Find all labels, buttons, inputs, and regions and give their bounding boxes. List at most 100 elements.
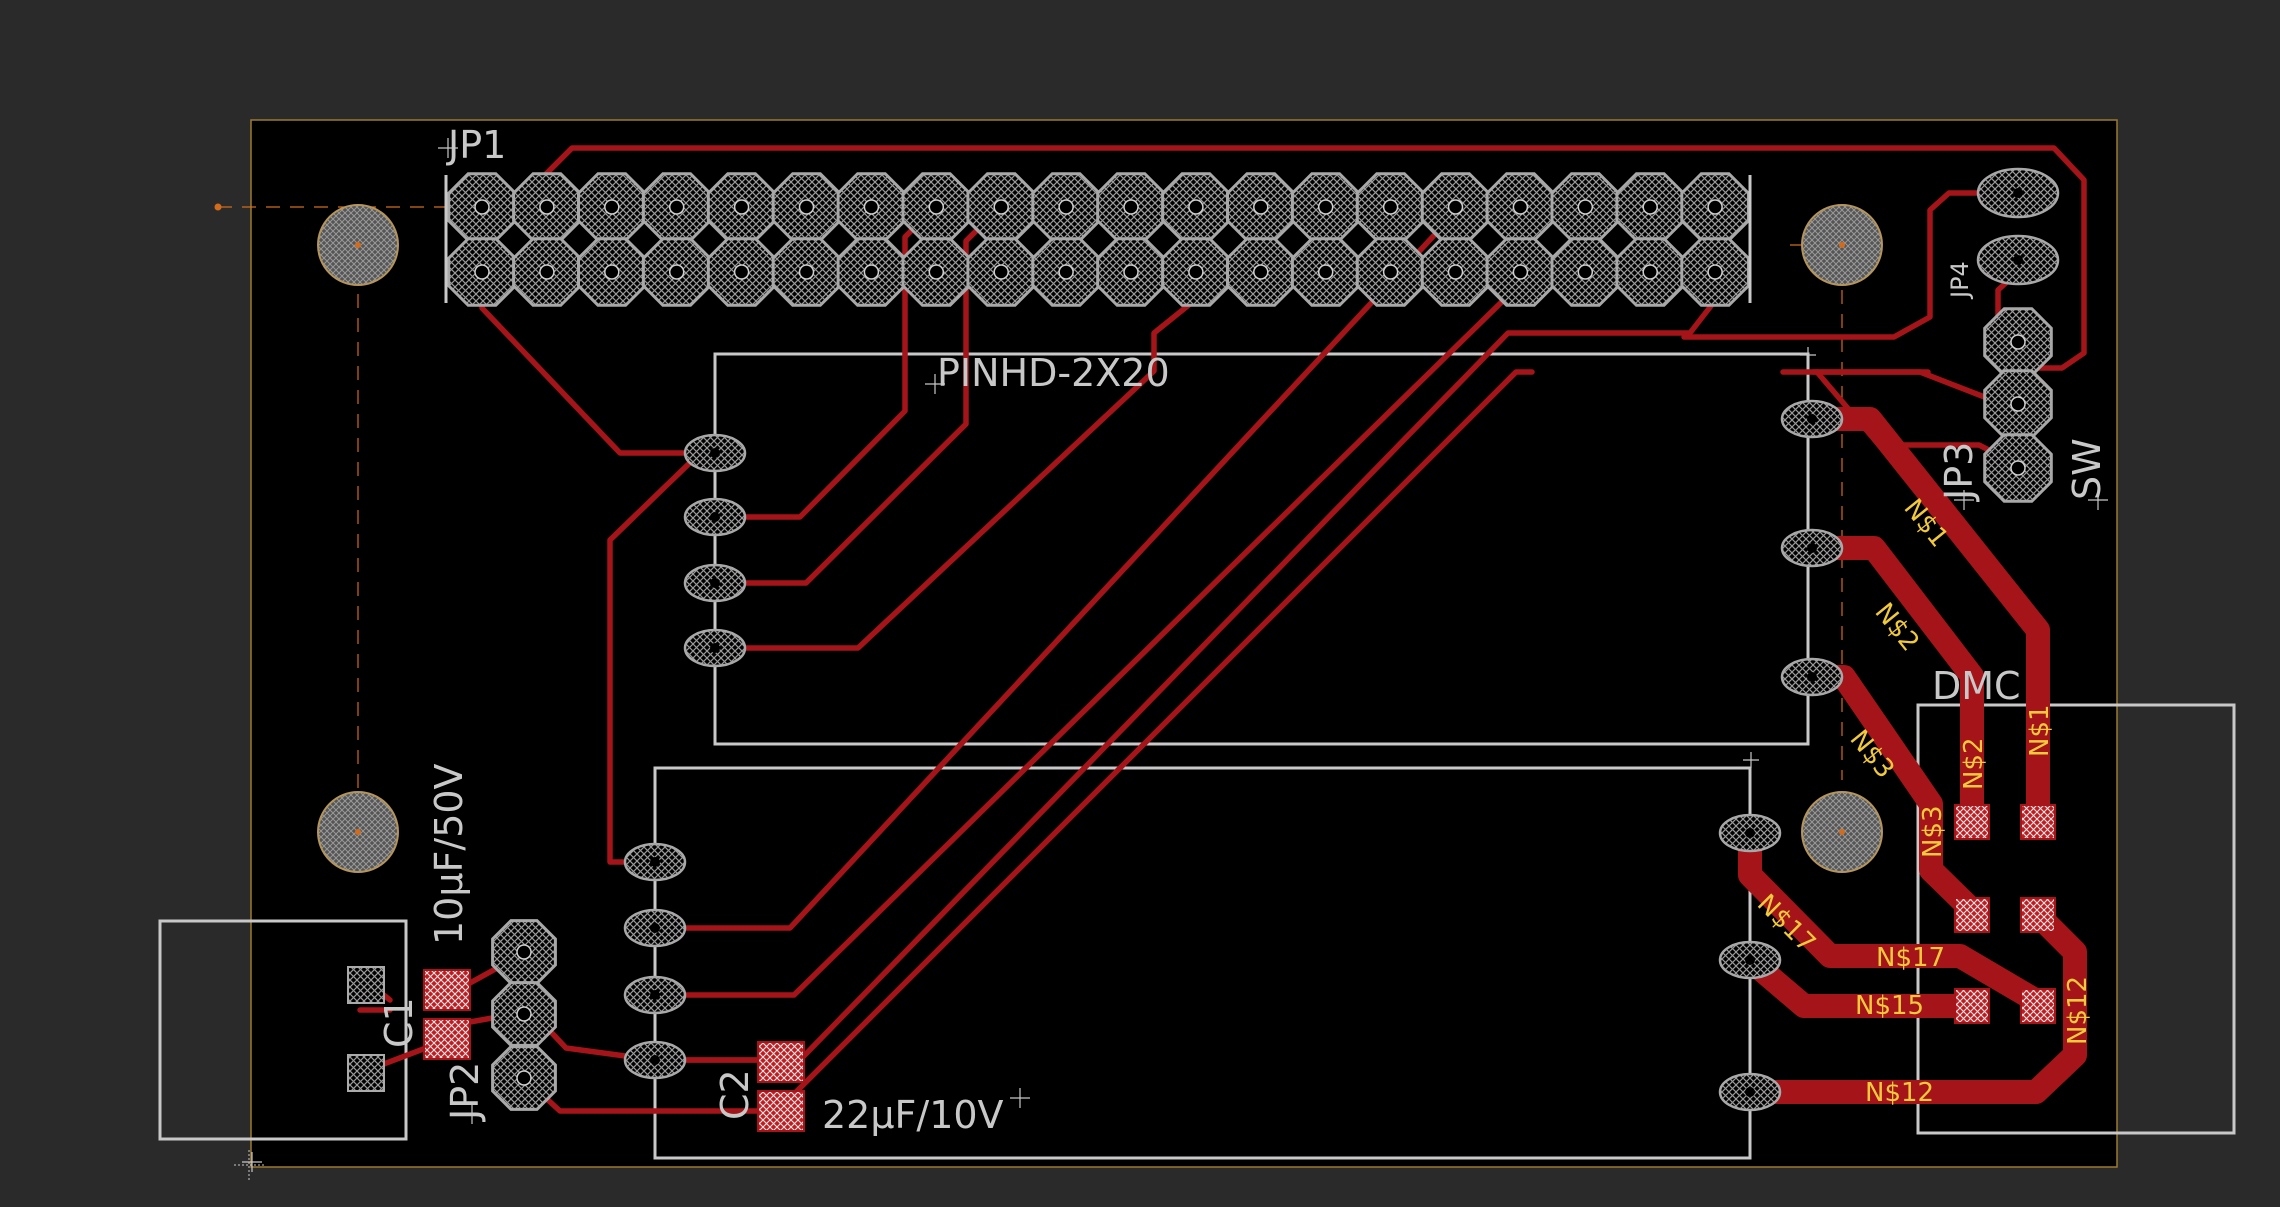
lower-module-pins xyxy=(623,842,687,1080)
jp1-pad xyxy=(641,237,712,307)
label-jp4: JP4 xyxy=(1946,261,1974,300)
dmc-pads xyxy=(1954,804,2056,1024)
jp1-pad xyxy=(1226,172,1296,242)
label-jp1: JP1 xyxy=(446,123,506,167)
jp1-pad xyxy=(447,237,517,307)
jp1-pad xyxy=(1161,172,1231,242)
net-label-n12-vert: N$12 xyxy=(2063,976,2093,1045)
jp1-pad xyxy=(577,237,647,307)
c1-connector-pads xyxy=(347,966,385,1092)
dmc-pad xyxy=(2020,897,2056,933)
mounting-hole-top-left xyxy=(317,204,399,286)
jp1-pad xyxy=(512,172,582,242)
jp3-pad xyxy=(1983,307,2053,377)
jp1-pad xyxy=(771,237,842,307)
label-sw: SW xyxy=(2065,438,2109,500)
jp1-pad xyxy=(901,172,972,242)
jp1-pad xyxy=(1485,237,1556,307)
jp2-pad xyxy=(491,1045,557,1111)
jp3-jp4-header xyxy=(1976,167,2060,503)
dmc-outline xyxy=(1916,703,2236,1135)
jp4-pad xyxy=(1976,167,2060,219)
label-c1-value: 10μF/50V xyxy=(427,763,471,945)
label-c2-value: 22μF/10V xyxy=(822,1093,1004,1137)
jp1-pad xyxy=(1680,237,1750,307)
jp1-pad xyxy=(1420,172,1491,242)
net-label-n2-vert: N$2 xyxy=(1959,737,1989,790)
label-c2: C2 xyxy=(713,1069,757,1120)
dmc-pad xyxy=(1954,804,1990,840)
jp3-pad xyxy=(1983,433,2053,503)
net-label-n17-horiz: N$17 xyxy=(1876,943,1945,973)
jp1-pad xyxy=(1031,237,1101,307)
jp1-pad xyxy=(1096,237,1166,307)
jp1-pad xyxy=(1680,172,1750,242)
jp2-pad xyxy=(491,981,557,1047)
jp1-pad xyxy=(706,237,777,307)
jp2-header xyxy=(491,919,557,1111)
jp4-pad xyxy=(1976,234,2060,286)
jp1-pad xyxy=(901,237,972,307)
dmc-pad xyxy=(2020,988,2056,1024)
module-pin xyxy=(623,1040,687,1080)
module-pin xyxy=(683,628,747,668)
jp1-pad xyxy=(836,237,907,307)
net-label-n15: N$15 xyxy=(1855,991,1924,1021)
module-pin xyxy=(1780,657,1844,697)
jp1-pad xyxy=(1096,172,1166,242)
jp1-pad xyxy=(1161,237,1231,307)
net-label-n12-horiz: N$12 xyxy=(1865,1078,1934,1108)
label-dmc: DMC xyxy=(1932,664,2021,708)
module-pin xyxy=(1718,1072,1782,1112)
jp1-pad xyxy=(966,172,1036,242)
cursor-crosshair xyxy=(234,1150,264,1180)
jp1-pad xyxy=(1290,172,1361,242)
jp1-pad xyxy=(1485,172,1556,242)
module-pin xyxy=(683,497,747,537)
part-origin-markers xyxy=(242,138,2108,1172)
jp1-pad xyxy=(1615,237,1685,307)
mounting-hole-bottom-left xyxy=(317,791,399,873)
jp1-pad xyxy=(641,172,712,242)
label-c1: C1 xyxy=(377,997,421,1048)
net-label-n3-vert: N$3 xyxy=(1918,805,1948,858)
module-pin xyxy=(1780,399,1844,439)
module-pin xyxy=(683,563,747,603)
mounting-hole-top-right xyxy=(1801,204,1883,286)
jp1-pad xyxy=(512,237,582,307)
module-pin xyxy=(623,975,687,1015)
jp1-pad xyxy=(1290,237,1361,307)
jp1-pad xyxy=(1355,172,1426,242)
module-pin xyxy=(1718,813,1782,853)
jp1-pad xyxy=(1226,237,1296,307)
label-jp3: JP3 xyxy=(1937,442,1981,502)
pinhd-upper-pins xyxy=(683,433,747,668)
c2-capacitor xyxy=(757,1041,805,1132)
jp1-pad xyxy=(1355,237,1426,307)
dmc-pad xyxy=(2020,804,2056,840)
jp1-pad xyxy=(836,172,907,242)
jp3-pad xyxy=(1983,369,2053,439)
module-pin xyxy=(683,433,747,473)
dmc-pad xyxy=(1954,897,1990,933)
jp1-pad xyxy=(1550,237,1621,307)
module-pin xyxy=(1718,940,1782,980)
jp1-pad xyxy=(447,172,517,242)
c1-capacitor xyxy=(423,969,471,1060)
mounting-holes xyxy=(317,204,1883,873)
module-pin xyxy=(623,842,687,882)
dmc-pad xyxy=(1954,988,1990,1024)
jp1-pad xyxy=(771,172,842,242)
jp1-pad xyxy=(1420,237,1491,307)
module-pin xyxy=(623,908,687,948)
jp1-header xyxy=(444,172,1752,307)
c1-connector-outline xyxy=(158,919,408,1141)
jp1-pad xyxy=(1031,172,1101,242)
jp1-pad xyxy=(706,172,777,242)
jp1-pad xyxy=(1550,172,1621,242)
net-label-n1-vert: N$1 xyxy=(2025,704,2055,757)
label-pinhd: PINHD-2X20 xyxy=(937,351,1170,395)
jp1-pad xyxy=(966,237,1036,307)
right-module-pins xyxy=(1718,399,1844,1112)
